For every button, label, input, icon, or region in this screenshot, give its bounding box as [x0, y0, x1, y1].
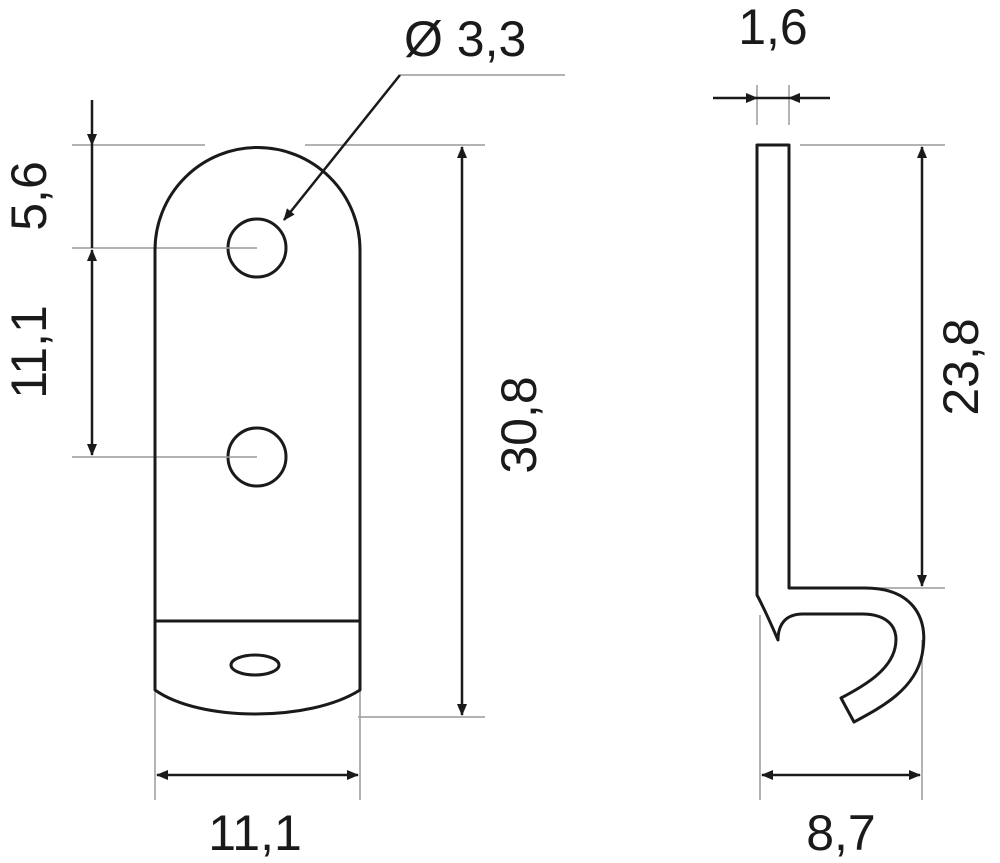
dim-side-height-label: 23,8	[933, 318, 989, 415]
slot-hole	[229, 653, 281, 677]
hook-profile	[755, 143, 926, 724]
dim-top-to-hole: 5,6	[1, 100, 97, 248]
dim-hole-spacing-label: 11,1	[1, 305, 57, 399]
dim-hook-depth: 8,7	[761, 770, 921, 861]
dim-overall-height-label: 30,8	[491, 376, 547, 473]
front-view: Ø 3,3 5,6 11,1 30,8 11,1	[1, 11, 565, 861]
dim-side-height: 23,8	[917, 146, 989, 587]
plate-outline	[153, 146, 362, 716]
dim-hole-spacing: 11,1	[1, 249, 97, 456]
dim-plate-width: 11,1	[156, 770, 359, 861]
dim-hook-depth-label: 8,7	[806, 805, 876, 861]
dim-hole-diameter-label: Ø 3,3	[404, 11, 526, 67]
dim-hole-diameter: Ø 3,3	[283, 11, 526, 221]
side-view: 1,6 23,8 8,7	[713, 0, 989, 861]
dim-thickness-label: 1,6	[738, 0, 808, 55]
dim-overall-height: 30,8	[457, 146, 547, 716]
dim-thickness: 1,6	[713, 0, 830, 103]
dim-top-to-hole-label: 5,6	[1, 161, 57, 231]
dim-plate-width-label: 11,1	[208, 805, 302, 861]
